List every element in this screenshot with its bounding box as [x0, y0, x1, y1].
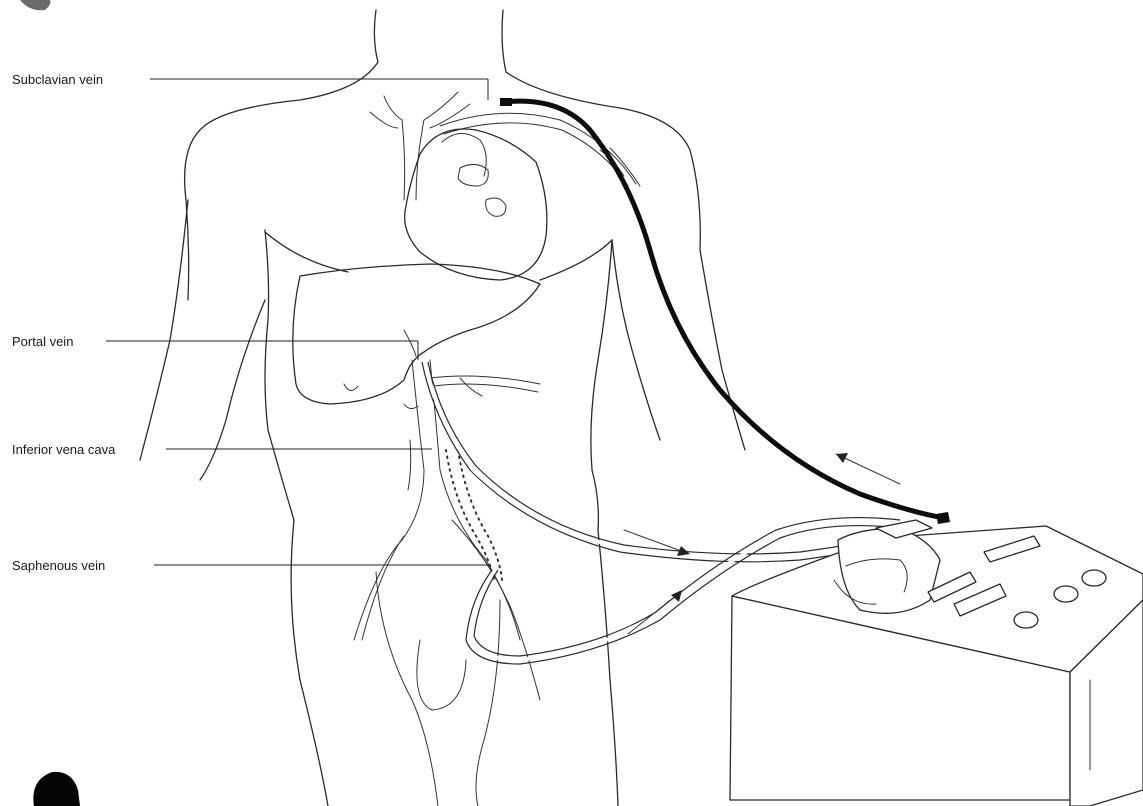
subclavian-cannula-tip [500, 98, 512, 106]
pump-knob-1 [1082, 570, 1106, 586]
label-ivc-group: Inferior vena cava [12, 442, 432, 457]
torso-left-side [265, 230, 294, 520]
jugular-vein-right-b [430, 104, 470, 128]
label-subclavian-group: Subclavian vein [12, 72, 488, 100]
arrow-return-shaft [836, 454, 900, 484]
liver-outline [293, 264, 540, 404]
heart-chamber-b [486, 198, 506, 216]
label-portal-group: Portal vein [12, 334, 418, 360]
mesenteric-vein [460, 378, 482, 396]
neck-left [185, 10, 378, 300]
liver-lobe-line [404, 330, 416, 356]
gallbladder [344, 384, 358, 391]
corner-blot-bottom-left [33, 772, 80, 806]
chest-line-right [540, 240, 612, 280]
genital-outline [417, 640, 466, 710]
right-arm-inner [612, 240, 660, 440]
neck-right [502, 10, 700, 250]
liver [293, 264, 540, 404]
label-portal-vein: Portal vein [12, 334, 73, 349]
ivc-left-wall [354, 360, 424, 640]
portal-cannula-outer [422, 362, 900, 562]
label-saphenous-group: Saphenous vein [12, 558, 490, 573]
portal-cannula-inner [428, 362, 900, 554]
jugular-vein-left-b [370, 112, 398, 128]
chest-line-left [265, 232, 348, 272]
corner-blot-top-left [20, 0, 50, 10]
portal-cannula-fill [425, 362, 900, 558]
right-thigh [598, 530, 618, 806]
subclavian-vein-branch-b [444, 123, 628, 186]
splenic-vein-b [434, 384, 538, 392]
label-saphenous-vein: Saphenous vein [12, 558, 105, 573]
left-thigh [291, 520, 328, 806]
portal-bypass-line [422, 362, 900, 562]
arrow-saphenous-shaft [628, 594, 678, 634]
groin-right [476, 600, 500, 806]
jugular-vein-left [384, 96, 405, 200]
heart-outline [405, 129, 547, 280]
heart [405, 129, 547, 280]
label-inferior-vena-cava: Inferior vena cava [12, 442, 116, 457]
jugular-vein-right [416, 92, 458, 200]
left-arm-outer [140, 200, 188, 460]
right-arm-outer [700, 250, 745, 450]
aorta-arch [442, 133, 486, 176]
pump-knob-2 [1054, 586, 1078, 602]
navel-mark [404, 404, 418, 409]
pump-knob-3 [1014, 612, 1038, 628]
groin-left [376, 572, 438, 806]
abdominal-veins [354, 360, 540, 700]
arrow-return-head [836, 453, 848, 463]
abdomen-line [408, 440, 411, 490]
torso-right-side [591, 240, 612, 530]
pump-outlet-plug [936, 512, 950, 524]
left-arm-inner [200, 300, 265, 480]
subclavian-return-line [504, 101, 944, 518]
splenic-vein [430, 376, 540, 384]
label-subclavian-vein: Subclavian vein [12, 72, 103, 87]
